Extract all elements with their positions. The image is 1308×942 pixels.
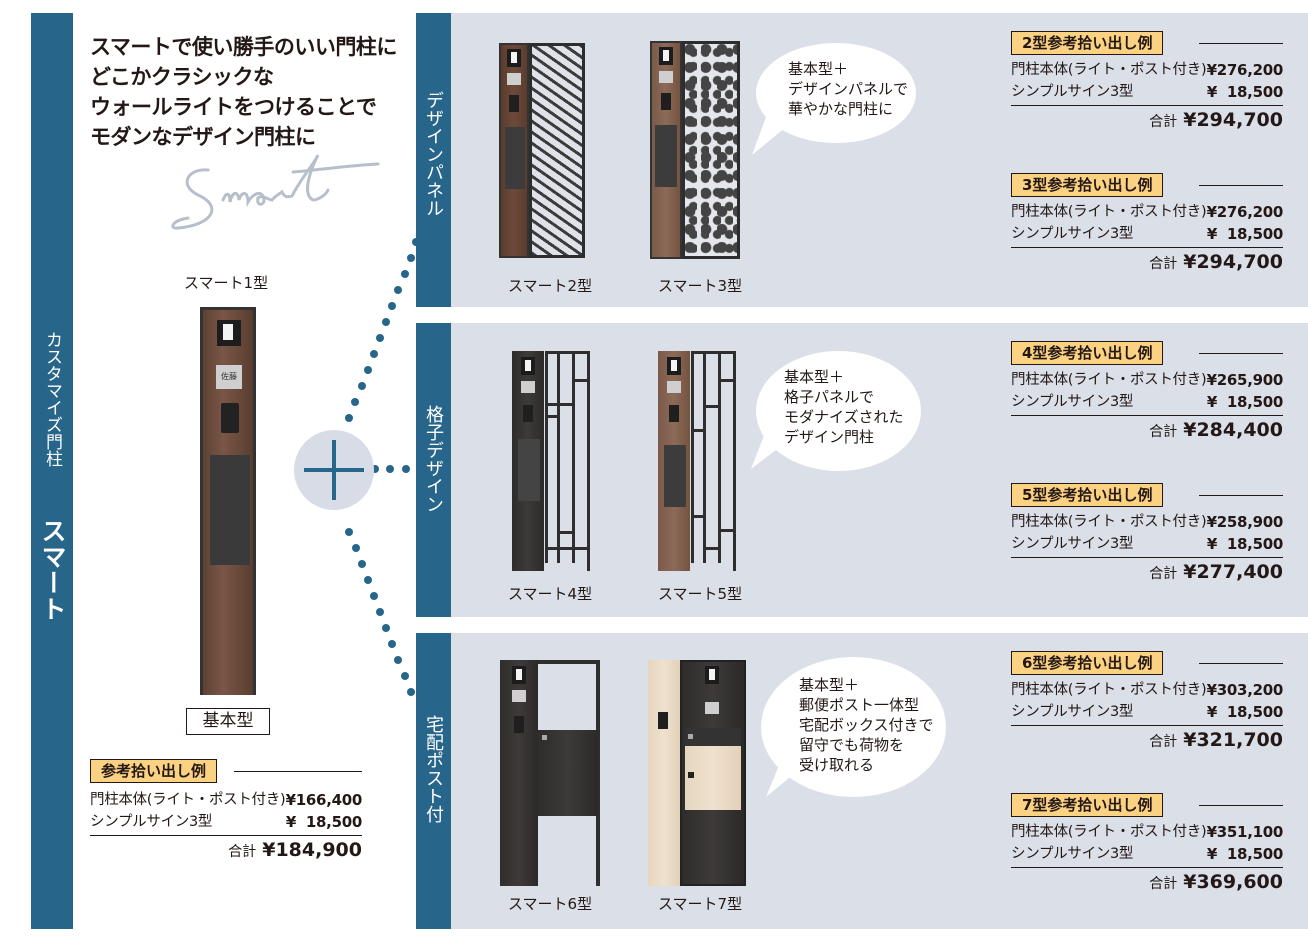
bubble-tail bbox=[752, 117, 786, 155]
headline-line: スマートで使い勝手のいい門柱に bbox=[90, 35, 397, 59]
price-block: 3型参考拾い出し例 門柱本体(ライト・ポスト付き)¥276,200 シンプルサイ… bbox=[1011, 173, 1283, 278]
product-image-smart4 bbox=[512, 351, 590, 571]
base-type-label: 基本型 bbox=[186, 708, 270, 735]
product-name: スマート4型 bbox=[508, 585, 593, 603]
section-lattice-design: 格子デザイン スマート4型 スマート bbox=[416, 323, 1308, 617]
headline-line: ウォールライトをつけることで bbox=[90, 95, 377, 119]
section-tab: デザインパネル bbox=[416, 13, 451, 307]
nameplate: 佐藤 bbox=[216, 365, 242, 389]
product-image-smart7 bbox=[648, 660, 746, 886]
product-name: スマート2型 bbox=[508, 277, 593, 295]
section-design-panel: デザインパネル スマート2型 スマート3型 基本型＋ デザインパネルで 華やかな… bbox=[416, 13, 1308, 307]
price-block: 7型参考拾い出し例 門柱本体(ライト・ポスト付き)¥351,100 シンプルサイ… bbox=[1011, 793, 1283, 898]
product-image-smart2 bbox=[499, 43, 585, 258]
headline-line: モダンなデザイン門柱に bbox=[90, 125, 316, 149]
bubble-tail bbox=[766, 763, 800, 797]
category-subtitle: カスタマイズ門柱 bbox=[42, 331, 62, 467]
connector-dots bbox=[345, 238, 420, 696]
base-price-block: 参考拾い出し例 門柱本体(ライト・ポスト付き)¥166,400 シンプルサイン3… bbox=[90, 759, 362, 866]
base-product-name: スマート1型 bbox=[184, 274, 269, 292]
plus-icon bbox=[294, 430, 374, 510]
product-name: スマート6型 bbox=[508, 895, 593, 913]
price-tag: 参考拾い出し例 bbox=[90, 759, 218, 783]
intercom-icon bbox=[221, 403, 239, 433]
base-post-image: 佐藤 bbox=[200, 307, 256, 695]
product-name: スマート5型 bbox=[658, 585, 743, 603]
price-block: 5型参考拾い出し例 門柱本体(ライト・ポスト付き)¥258,900 シンプルサイ… bbox=[1011, 483, 1283, 588]
price-block: 6型参考拾い出し例 門柱本体(ライト・ポスト付き)¥303,200 シンプルサイ… bbox=[1011, 651, 1283, 756]
product-image-smart5 bbox=[658, 351, 736, 571]
category-title: スマート bbox=[38, 518, 67, 622]
product-name: スマート7型 bbox=[658, 895, 743, 913]
price-row: シンプルサイン3型¥ 18,500 bbox=[90, 813, 362, 831]
headline-line: どこかクラシックな bbox=[90, 65, 274, 89]
price-block: 4型参考拾い出し例 門柱本体(ライト・ポスト付き)¥265,900 シンプルサイ… bbox=[1011, 341, 1283, 446]
speech-bubble: 基本型＋ 格子パネルで モダナイズされた デザイン門柱 bbox=[756, 351, 921, 471]
left-title-bar: カスタマイズ門柱 スマート bbox=[31, 13, 73, 929]
smart-script-logo bbox=[171, 154, 380, 230]
section-tab: 宅配ポスト付 bbox=[416, 633, 451, 929]
section-delivery-post: 宅配ポスト付 スマート6型 スマート7型 基本型＋ 郵便ポスト一体型 宅配ボック… bbox=[416, 633, 1308, 929]
product-image-smart6 bbox=[500, 660, 600, 886]
price-total: 合計¥184,900 bbox=[228, 839, 362, 861]
section-tab: 格子デザイン bbox=[416, 323, 451, 617]
product-image-smart3 bbox=[650, 41, 740, 259]
mailbox-icon bbox=[210, 455, 250, 565]
product-name: スマート3型 bbox=[658, 277, 743, 295]
bubble-tail bbox=[751, 433, 785, 469]
wall-light-icon bbox=[217, 320, 241, 346]
headline: スマートで使い勝手のいい門柱に どこかクラシックな ウォールライトをつけることで… bbox=[90, 32, 397, 152]
price-row: 門柱本体(ライト・ポスト付き)¥166,400 bbox=[90, 791, 362, 809]
price-block: 2型参考拾い出し例 門柱本体(ライト・ポスト付き)¥276,200 シンプルサイ… bbox=[1011, 31, 1283, 136]
